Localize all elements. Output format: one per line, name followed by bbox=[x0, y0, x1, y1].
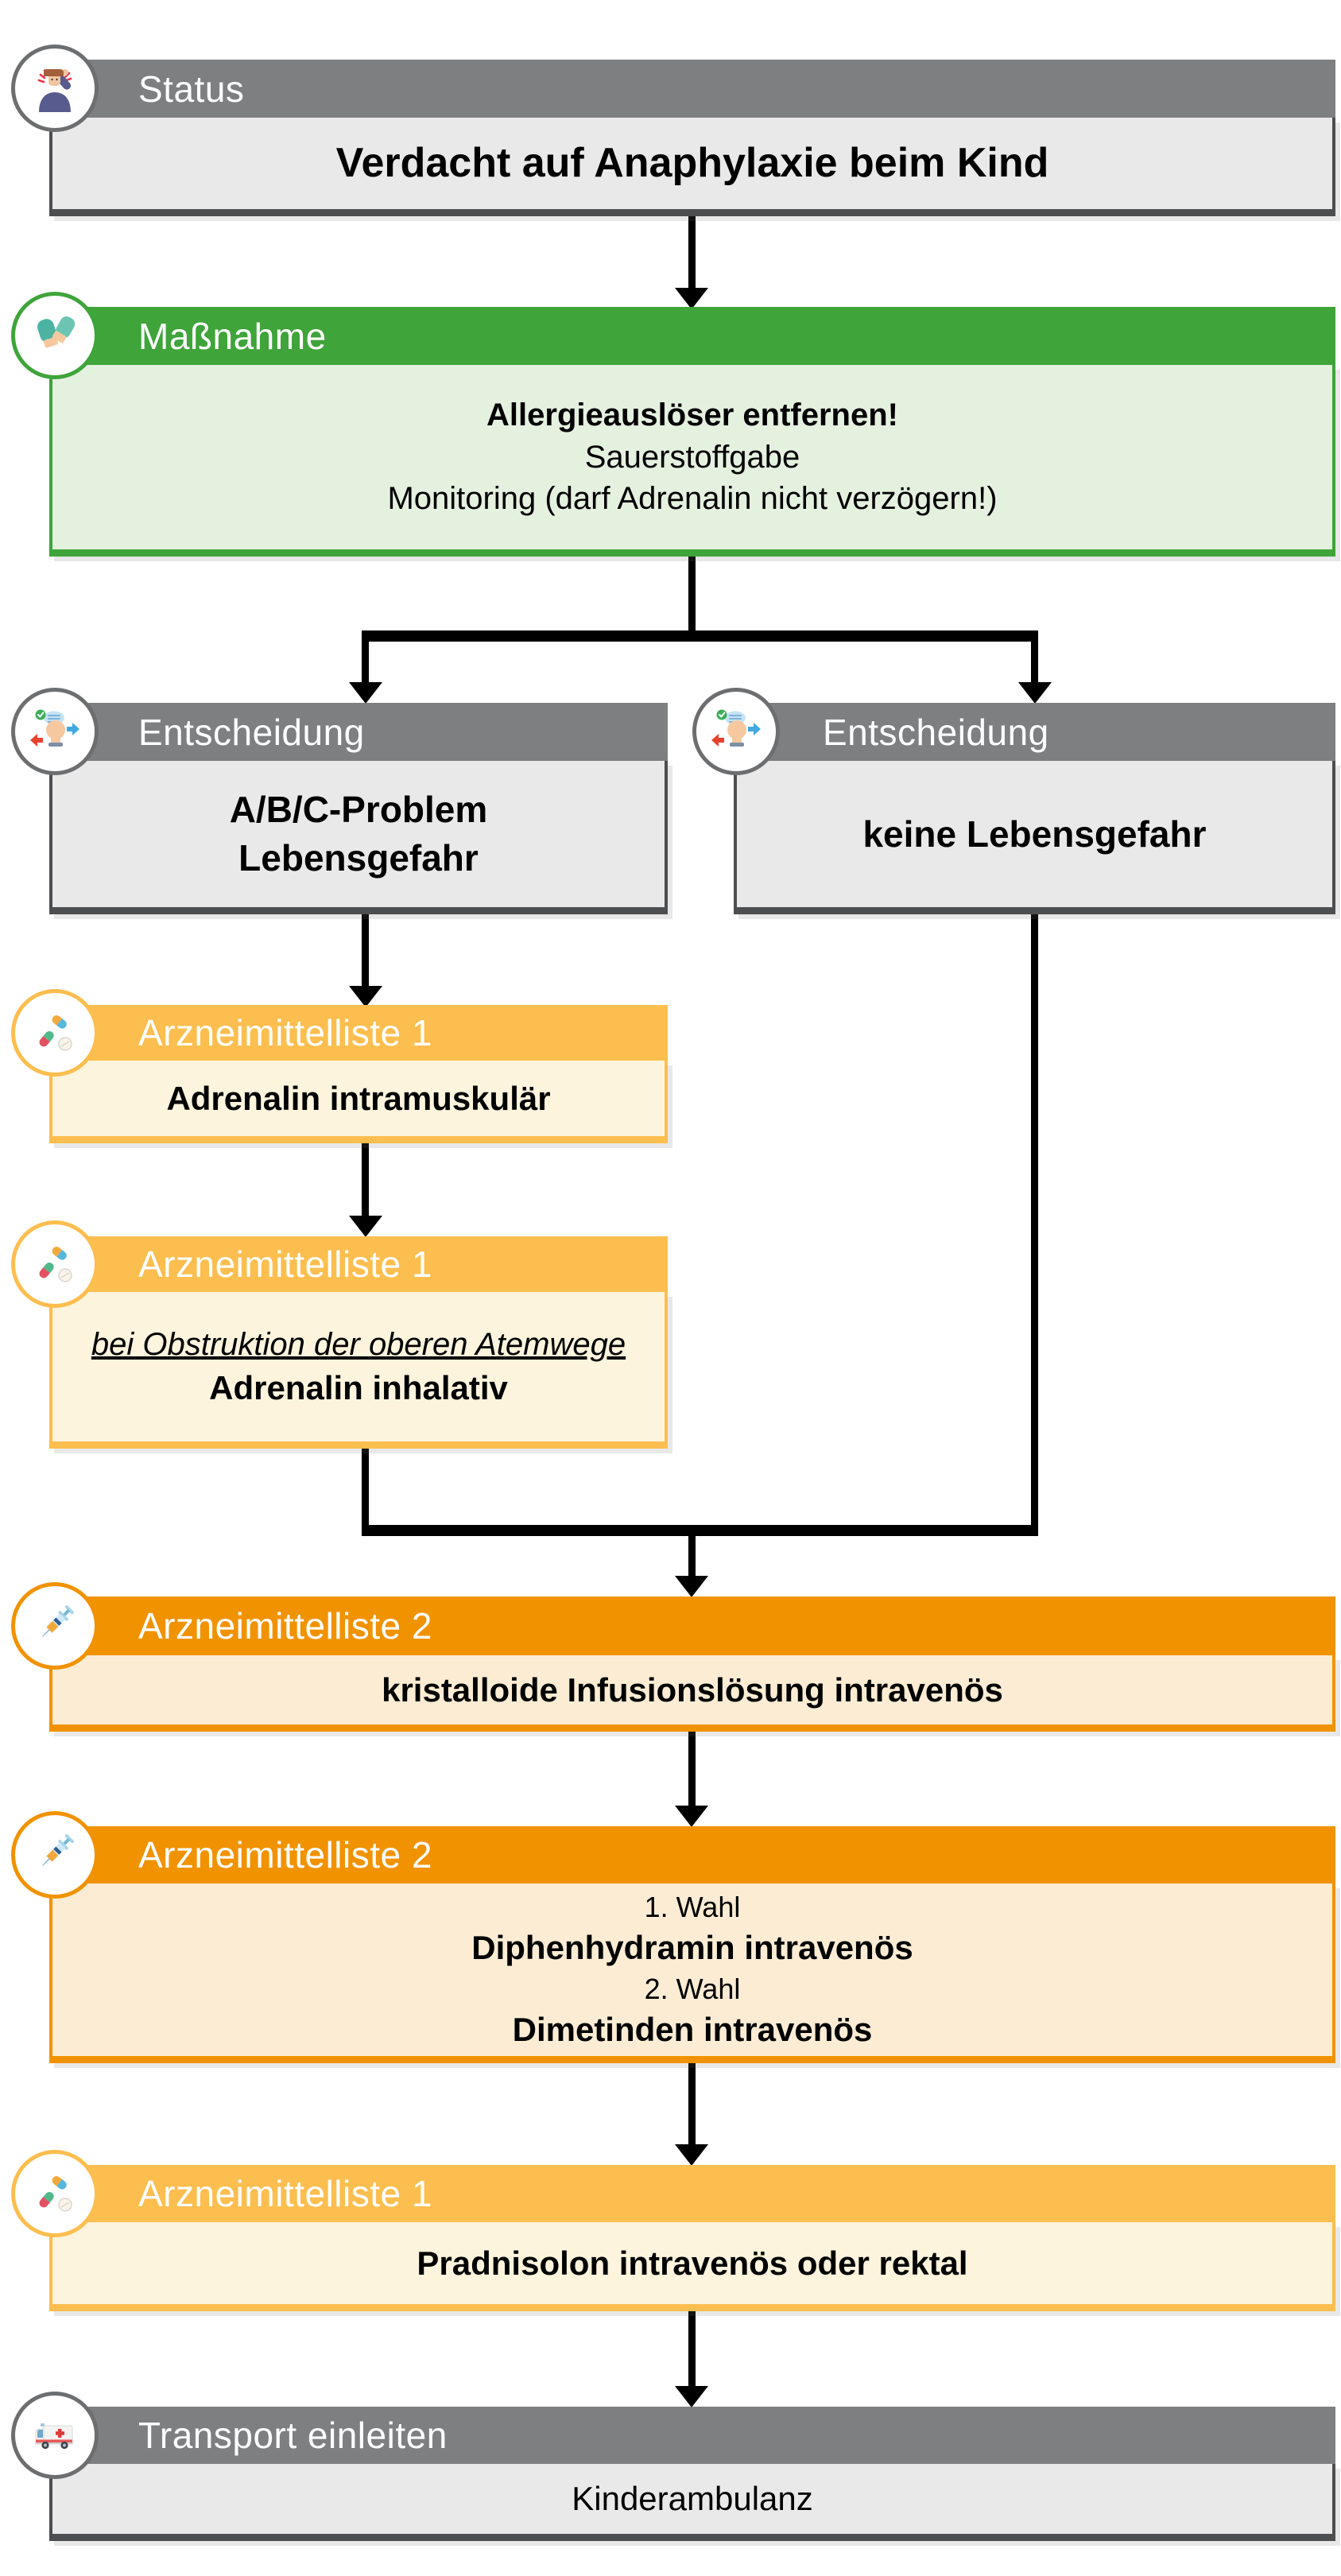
arrow-down-icon bbox=[675, 1576, 708, 1597]
node-header-label: Status bbox=[138, 68, 245, 110]
person-headache-icon bbox=[11, 45, 99, 132]
connector-line bbox=[362, 630, 1038, 642]
node-body: keine Lebensgefahr bbox=[734, 761, 1335, 914]
prednisolon-node: Arzneimittelliste 1 Pradnisolon intraven… bbox=[11, 2150, 1335, 2311]
node-header: Entscheidung bbox=[49, 703, 668, 761]
syringe-icon bbox=[11, 1582, 99, 1670]
massnahme-node: Maßnahme Allergieauslöser entfernen! Sau… bbox=[11, 292, 1335, 557]
status-title: Verdacht auf Anaphylaxie beim Kind bbox=[335, 140, 1049, 187]
node-header: Arzneimittelliste 1 bbox=[49, 1005, 668, 1061]
antihistaminika-node: Arzneimittelliste 2 1. Wahl Diphenhydram… bbox=[11, 1811, 1335, 2063]
node-body: Kinderambulanz bbox=[49, 2464, 1335, 2541]
arrow-down-icon bbox=[675, 1806, 708, 1827]
adrenalin-inhalativ-node: Arzneimittelliste 1 bei Obstruktion der … bbox=[11, 1220, 668, 1449]
connector-line bbox=[688, 216, 696, 289]
connector-line bbox=[362, 1525, 1038, 1536]
adrenalin-inhalativ-note: bei Obstruktion der oberen Atemwege bbox=[91, 1326, 626, 1362]
node-body: A/B/C-Problem Lebensgefahr bbox=[49, 761, 668, 914]
node-header-label: Arzneimittelliste 2 bbox=[138, 1605, 432, 1647]
node-body: Allergieauslöser entfernen! Sauerstoffga… bbox=[49, 365, 1335, 557]
connector-line bbox=[1031, 914, 1038, 1525]
node-header: Arzneimittelliste 2 bbox=[49, 1596, 1335, 1655]
entscheidung-links-line: A/B/C-Problem bbox=[229, 789, 488, 831]
choice2-drug: Dimetinden intravenös bbox=[512, 2011, 873, 2049]
connector-line bbox=[362, 1143, 369, 1217]
syringe-icon bbox=[11, 1811, 99, 1899]
node-body: Adrenalin intramuskulär bbox=[49, 1061, 668, 1143]
pills-icon bbox=[11, 1220, 99, 1308]
choice1-drug: Diphenhydramin intravenös bbox=[471, 1929, 913, 1967]
arrow-down-icon bbox=[675, 2144, 708, 2166]
adrenalin-im-title: Adrenalin intramuskulär bbox=[166, 1079, 551, 1117]
node-header-label: Entscheidung bbox=[823, 711, 1049, 753]
node-body: Pradnisolon intravenös oder rektal bbox=[49, 2222, 1335, 2311]
arrow-down-icon bbox=[349, 682, 382, 704]
node-header-label: Entscheidung bbox=[138, 711, 365, 753]
connector-line bbox=[1031, 642, 1038, 684]
transport-node: Transport einleiten Kinderambulanz bbox=[11, 2392, 1335, 2541]
arrow-down-icon bbox=[349, 986, 382, 1007]
connector-line bbox=[688, 2063, 696, 2146]
connector-line bbox=[362, 1393, 369, 1525]
transport-title: Kinderambulanz bbox=[572, 2480, 813, 2518]
pills-icon bbox=[11, 2150, 99, 2237]
node-header: Transport einleiten bbox=[49, 2407, 1335, 2464]
adrenalin-im-node: Arzneimittelliste 1 Adrenalin intramusku… bbox=[11, 989, 668, 1143]
prednisolon-title: Pradnisolon intravenös oder rektal bbox=[417, 2244, 968, 2282]
arrow-down-icon bbox=[675, 2386, 708, 2407]
connector-line bbox=[688, 1732, 696, 1807]
choice2-label: 2. Wahl bbox=[644, 1972, 741, 2005]
node-body: 1. Wahl Diphenhydramin intravenös 2. Wah… bbox=[49, 1884, 1335, 2063]
ambulance-icon bbox=[11, 2392, 99, 2479]
connector-line bbox=[688, 2311, 696, 2388]
arrow-down-icon bbox=[675, 288, 708, 309]
massnahme-line: Sauerstoffgabe bbox=[584, 439, 800, 475]
node-header-label: Arzneimittelliste 2 bbox=[138, 1834, 432, 1876]
massnahme-line: Allergieauslöser entfernen! bbox=[486, 397, 898, 433]
connector-line bbox=[362, 642, 369, 684]
medical-gloves-icon bbox=[11, 292, 99, 379]
node-header-label: Arzneimittelliste 1 bbox=[138, 1012, 432, 1053]
choice1-label: 1. Wahl bbox=[644, 1890, 741, 1923]
pills-icon bbox=[11, 989, 99, 1077]
node-body: Verdacht auf Anaphylaxie beim Kind bbox=[49, 118, 1335, 216]
connector-line bbox=[688, 1536, 696, 1577]
entscheidung-links-node: Entscheidung A/B/C-Problem Lebensgefahr bbox=[11, 688, 668, 914]
infusion-node: Arzneimittelliste 2 kristalloide Infusio… bbox=[11, 1582, 1335, 1732]
node-header: Arzneimittelliste 2 bbox=[49, 1826, 1335, 1884]
entscheidung-links-line: Lebensgefahr bbox=[238, 837, 479, 879]
connector-line bbox=[362, 914, 369, 987]
node-body: kristalloide Infusionslösung intravenös bbox=[49, 1655, 1335, 1732]
arrow-down-icon bbox=[349, 1216, 382, 1237]
arrow-down-icon bbox=[1018, 682, 1052, 704]
connector-line bbox=[688, 557, 696, 630]
massnahme-line: Monitoring (darf Adrenalin nicht verzöge… bbox=[387, 481, 998, 517]
decision-head-icon bbox=[11, 688, 99, 775]
infusion-title: kristalloide Infusionslösung intravenös bbox=[382, 1670, 1003, 1709]
node-header-label: Maßnahme bbox=[138, 315, 327, 357]
entscheidung-rechts-node: Entscheidung keine Lebensgefahr bbox=[692, 688, 1335, 914]
node-header-label: Arzneimittelliste 1 bbox=[138, 1243, 432, 1285]
adrenalin-inhalativ-title: Adrenalin inhalativ bbox=[209, 1368, 508, 1406]
node-header-label: Arzneimittelliste 1 bbox=[138, 2173, 432, 2214]
node-header: Maßnahme bbox=[49, 307, 1335, 365]
node-body: bei Obstruktion der oberen Atemwege Adre… bbox=[49, 1292, 668, 1449]
entscheidung-rechts-title: keine Lebensgefahr bbox=[862, 813, 1207, 855]
status-node: Status Verdacht auf Anaphylaxie beim Kin… bbox=[11, 45, 1335, 216]
node-header: Arzneimittelliste 1 bbox=[49, 2165, 1335, 2222]
node-header: Arzneimittelliste 1 bbox=[49, 1236, 668, 1292]
node-header: Status bbox=[49, 60, 1335, 118]
node-header-label: Transport einleiten bbox=[138, 2415, 448, 2456]
node-header: Entscheidung bbox=[734, 703, 1335, 761]
decision-head-icon bbox=[692, 688, 780, 775]
